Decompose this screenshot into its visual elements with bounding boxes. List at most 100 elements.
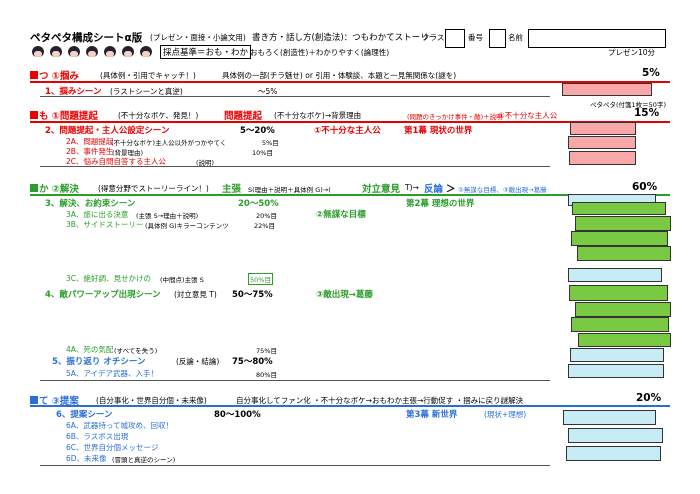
section-heading: も ①問題提起: [39, 111, 98, 122]
scene-percent: 5～20%: [240, 126, 275, 136]
character-face-icon: [122, 46, 134, 57]
sub-scene-percent: 5%目: [262, 139, 279, 147]
section-marker: [30, 184, 38, 192]
character-face-icon: [68, 46, 80, 57]
sub-scene-note: (不十分なボケ)主人公以外がつかやてく: [111, 139, 227, 147]
sub-scene-percent: 10%目: [252, 149, 273, 157]
act-note: (現状+理想): [484, 410, 527, 419]
sub-scene-note: (すべてを失う): [114, 347, 158, 355]
section-description: 具体例の一部(チラ魅せ) or 引用・体験談、本題と一見無関係な(謎を): [222, 71, 457, 80]
sub-scene: 2B、事件発生: [66, 147, 114, 156]
sticky-note[interactable]: [568, 136, 636, 149]
sheet-subtitle: (プレゼン・面接・小論文用): [150, 33, 246, 42]
class-label: クラス: [422, 33, 445, 42]
scene-note: (反論・結論): [176, 357, 220, 366]
sticky-note[interactable]: [570, 348, 664, 362]
number-label: 番号: [468, 33, 483, 42]
number-field[interactable]: [489, 29, 506, 48]
sub-scene: 4A、死の気配: [66, 345, 114, 354]
act-label: 第1幕 現状の世界: [404, 126, 473, 136]
character-face-icon: [86, 46, 98, 57]
sub-scene: 6D、未来像: [66, 454, 107, 463]
row-divider: [40, 465, 550, 466]
sticky-note[interactable]: [562, 83, 652, 96]
row-divider: [40, 380, 550, 381]
sticky-note[interactable]: [575, 216, 671, 231]
scene-percent: 75～80%: [232, 357, 273, 367]
character-face-icon: [50, 46, 62, 57]
sticky-note[interactable]: [566, 446, 661, 461]
name-field[interactable]: [528, 29, 666, 48]
scene-percent: ～5%: [258, 87, 278, 96]
sub-scene: 5A、アイデア武器、入手！: [66, 369, 159, 378]
section-description: 問題提起: [224, 111, 263, 122]
sub-scene: 3A、旅に出る決意: [66, 210, 129, 219]
sub-scene: 3C、絶好調、見せかけの: [66, 274, 152, 283]
sticky-note[interactable]: [577, 246, 671, 261]
section-percent: 15%: [634, 107, 660, 119]
scene-goal: ②無謀な目標: [316, 210, 366, 220]
sheet-title: ペタペタ構成シートα版: [30, 32, 143, 44]
sub-scene-percent: 20%目: [256, 212, 277, 220]
sticky-note[interactable]: [571, 317, 669, 332]
criteria-detail: おもろく(創造性)＋わかりやすく(論理性): [250, 48, 390, 57]
section-description: 主張: [222, 184, 242, 195]
scene-title: 4、敵パワーアップ出現シーン: [45, 290, 161, 300]
sticky-note[interactable]: [569, 285, 668, 301]
sticky-note[interactable]: [569, 151, 636, 165]
sticky-note[interactable]: [575, 302, 671, 317]
scene-goal: ③敵出現→葛藤: [316, 290, 373, 300]
section-marker: [30, 71, 38, 79]
section-note: (自分事化・世界自分個・未来像): [96, 396, 207, 405]
method-text: 書き方・話し方(創造法)：つもわかてストーリー: [252, 33, 438, 43]
section-percent: 5%: [642, 67, 660, 79]
class-field[interactable]: [445, 29, 465, 48]
section-note: (得意分野でストーリーライン！): [98, 184, 209, 193]
scene-percent: 20～50%: [238, 199, 279, 209]
scene-percent: 50～75%: [232, 290, 273, 300]
character-face-icon: [104, 46, 116, 57]
sub-scene: 2A、問題提起: [66, 137, 114, 146]
sticky-note[interactable]: [563, 410, 656, 425]
act-label: 第3幕 新世界: [406, 410, 458, 420]
sub-scene-note: (説明): [196, 159, 215, 167]
scene-title: 6、提案シーン: [56, 410, 113, 420]
section-description: 自分事化してファン化 ・不十分なボケ→おもわか主張→行動促す ・掴みに戻り謎解決: [236, 396, 524, 405]
section-description: 反論: [424, 184, 444, 195]
section-heading: つ ①掴み: [39, 71, 79, 82]
sub-scene-percent: 75%目: [256, 347, 277, 355]
sticky-note[interactable]: [572, 202, 666, 215]
row-divider: [40, 166, 550, 167]
sub-scene-note: (具体例 G)キラーコンテンツ: [145, 222, 229, 230]
character-face-icon: [32, 46, 44, 57]
sub-scene: 2C、悩み自問自答する主人公: [66, 157, 167, 166]
sticky-note[interactable]: [568, 364, 664, 378]
character-face-icon: [140, 46, 152, 57]
scene-title: 1、掴みシーン: [45, 87, 102, 97]
sticky-note[interactable]: [571, 231, 668, 246]
sub-scene-note: (背景理由): [112, 149, 144, 157]
section-heading: て ③提案: [39, 396, 79, 407]
section-divider: [30, 405, 670, 407]
sub-scene-note: (主張 S→理由＋説明): [136, 212, 199, 220]
scene-title: 2、問題提起・主人公設定シーン: [45, 126, 170, 136]
sticky-note[interactable]: [568, 428, 663, 443]
time-label: プレゼン10分: [608, 48, 656, 57]
criteria-box: 採点基準＝おも・わか: [160, 45, 252, 59]
section-description: ②無謀な目標、③敵出現→葛藤: [458, 186, 547, 194]
act-label: 第2幕 理想の世界: [406, 199, 475, 209]
sub-scene: 3B、サイドストーリー: [66, 220, 144, 229]
section-description: ①不十分な主人公: [498, 111, 558, 120]
sub-scene-percent: 50%目: [248, 273, 273, 285]
sub-scene-percent: 80%目: [256, 371, 277, 379]
sticky-note[interactable]: [568, 268, 662, 282]
sticky-note[interactable]: [578, 333, 671, 347]
sticky-note[interactable]: [570, 122, 636, 135]
sub-scene-note: (中間点)主張 S: [160, 276, 204, 284]
petapeta-note: ペタペタ(付箋1枚＝50字): [590, 101, 666, 109]
section-marker: [30, 111, 38, 119]
section-percent: 20%: [636, 392, 662, 404]
section-description: ＞: [446, 184, 456, 195]
scene-title: 3、解決、お約束シーン: [45, 199, 136, 209]
scene-note: (ラストシーンと真逆): [110, 87, 183, 96]
